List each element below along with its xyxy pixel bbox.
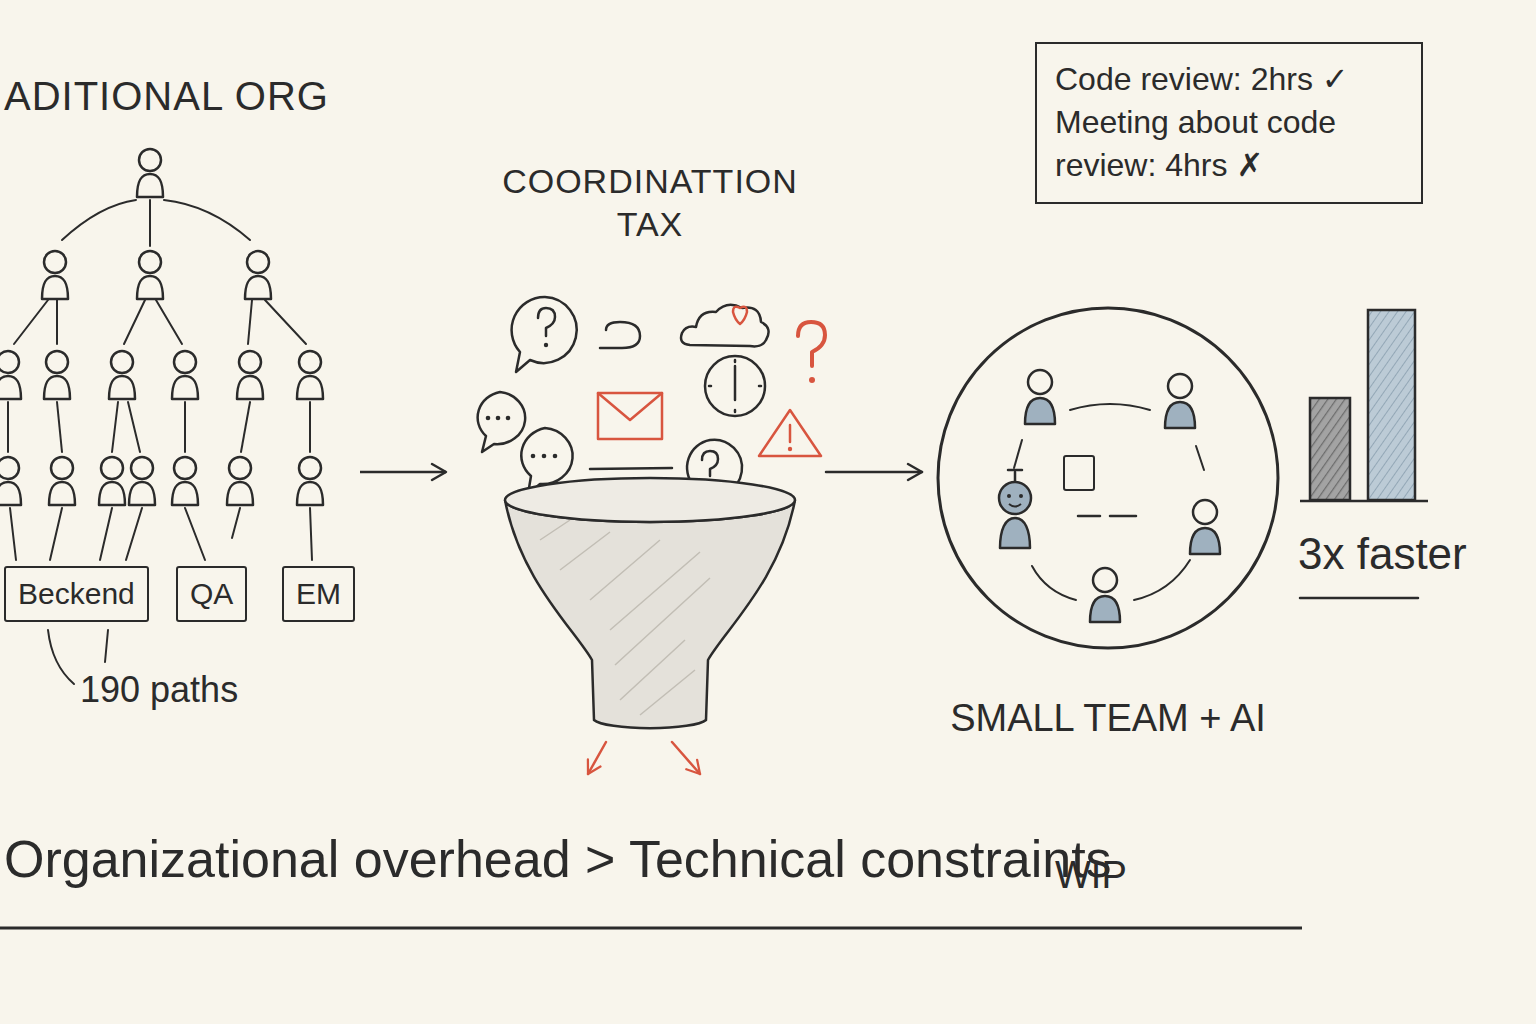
node-text: QA [190,576,233,612]
speedup-label: 3x faster [1298,528,1467,581]
axis-line [1300,500,1428,503]
circle-outline [930,300,1286,656]
speech-bubble [600,322,640,348]
typing-dots [486,416,558,459]
count-label: 190 paths [80,668,238,711]
wip-lines [1078,515,1136,518]
underline [1300,597,1418,600]
node-text: EM [296,576,341,612]
funnel-outline [480,160,820,730]
clock-icon [705,356,765,416]
funnel-shading [540,520,710,715]
question-mark [798,322,825,366]
question-mark [538,308,555,336]
team-box: Beckend [4,566,149,622]
cloud-bubble [681,305,769,347]
leak-arrow [588,742,606,774]
team-circle: SMALL TEAM + AIWIP [930,300,1286,760]
flow-arrow [360,471,446,474]
robot-icon [999,470,1031,548]
warning-icon [759,410,821,456]
bar-before [1310,398,1350,500]
flow-arrow [826,471,922,474]
bar-after [1368,310,1415,500]
node-text: SMALL TEAM + AI [920,696,1296,742]
org-chart-people [0,149,323,505]
org-chart-lines [8,200,312,560]
section-heading: ADITIONAL ORG [4,72,329,120]
question-mark [702,451,718,476]
node-text: COORDINATTION TAX [480,160,820,245]
caption: Organizational overhead > Technical cons… [4,828,1112,890]
node-text: Code review: 2hrs ✓ [1055,58,1403,101]
team-people [1025,370,1220,622]
funnel-rim [505,478,795,522]
team-box: QA [176,566,247,622]
heart-icon [733,307,747,324]
funnel-shape: COORDINATTION TAX [480,160,820,730]
node-body: Meeting about code review: 4hrs ✗ [1055,101,1403,187]
underline [0,927,1302,930]
funnel-body [505,500,795,728]
speech-bubble [512,297,577,372]
chat-icons [478,297,769,500]
team-ring [938,308,1278,648]
leak-arrow [672,742,700,774]
team-box: EM [282,566,355,622]
envelope-icon [598,393,662,439]
speech-bubble [478,392,526,452]
wip-board: WIP [1063,455,1095,491]
node-text: Beckend [18,576,135,612]
note-box: Code review: 2hrs ✓Meeting about code re… [1035,42,1423,204]
